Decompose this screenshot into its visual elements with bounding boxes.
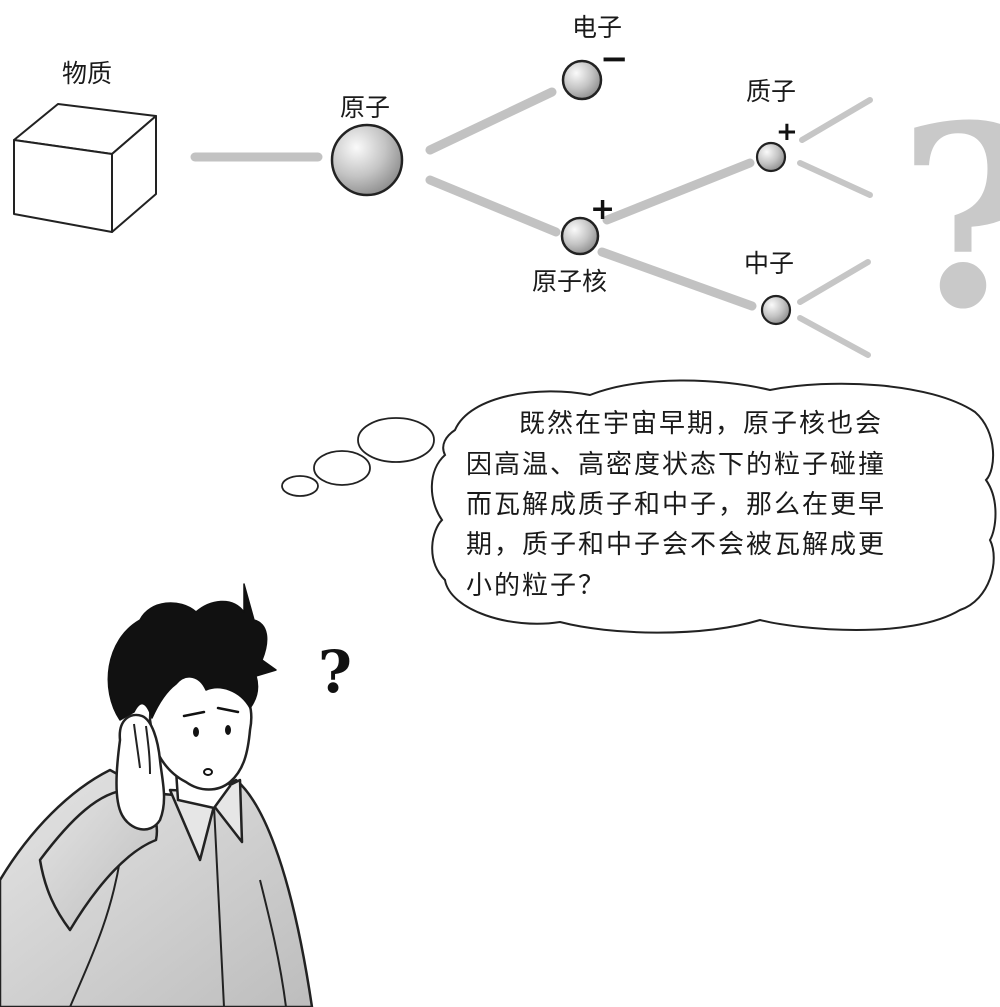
neutron-label: 中子 [744, 249, 794, 278]
matter-cube [13, 103, 157, 233]
branch-lines [190, 87, 757, 311]
unknown-particles-question-mark: ? [898, 70, 1000, 364]
branch-atom-nucleus [425, 175, 561, 237]
thought-text-line-3: 而瓦解成质子和中子，那么在更早 [466, 490, 886, 520]
thought-cloud-outline [430, 379, 997, 634]
neutron-sphere [760, 294, 792, 326]
thinking-boy-character: ? [0, 583, 352, 1007]
character-finger-lines [133, 723, 151, 775]
branch-atom-electron [425, 87, 557, 155]
character-mouth [203, 768, 213, 776]
thought-text-line-1: 既然在宇宙早期，原子核也会 [478, 409, 883, 439]
nucleus-charge-sign: + [590, 192, 615, 227]
proton-sphere [755, 141, 787, 173]
character-left-eye [193, 727, 199, 737]
atom-sphere [330, 123, 404, 197]
proton-charge-sign: + [776, 117, 798, 147]
character-raised-arm [38, 788, 159, 932]
character-hair [107, 583, 277, 721]
thought-text-line-4: 期，质子和中子会不会被瓦解成更 [466, 530, 886, 560]
character-right-eye [225, 725, 231, 735]
character-shirt-folds [69, 805, 287, 1007]
branch-nucleus-neutron [597, 247, 757, 311]
open-branch-lines [797, 97, 873, 358]
character-question-mark: ? [318, 638, 352, 706]
character-hand [115, 713, 166, 831]
branch-nucleus-proton [602, 158, 755, 225]
electron-sphere [561, 59, 603, 101]
thought-bubble: 既然在宇宙早期，原子核也会 因高温、高密度状态下的粒子碰撞 而瓦解成质子和中子，… [281, 379, 997, 634]
nucleus-label: 原子核 [532, 267, 607, 296]
character-eyebrows [182, 706, 240, 718]
electron-charge-sign: − [600, 39, 629, 79]
nucleus-sphere [560, 216, 600, 256]
proton-label: 质子 [746, 77, 796, 106]
atom-label: 原子 [340, 93, 390, 122]
matter-hierarchy-diagram: 物质 原子 − 电子 + 原子核 + 质子 中子 [13, 13, 1000, 364]
thought-text-line-5: 小的粒子？ [466, 571, 606, 601]
thought-trail-circles [281, 417, 435, 497]
electron-label: 电子 [572, 13, 622, 42]
matter-label: 物质 [62, 59, 112, 88]
thought-text-line-2: 因高温、高密度状态下的粒子碰撞 [466, 450, 886, 480]
